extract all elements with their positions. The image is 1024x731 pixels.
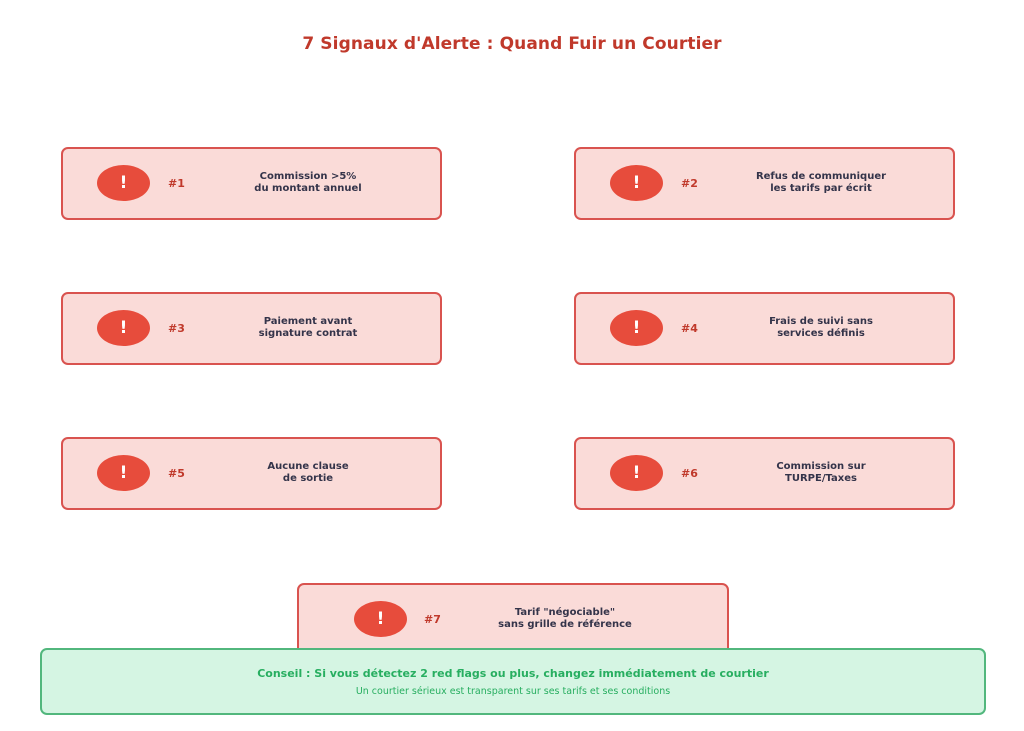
- signal-text-line1: Refus de communiquer: [755, 171, 887, 182]
- signal-text-line2: du montant annuel: [254, 183, 362, 194]
- exclamation-icon: !: [97, 165, 150, 201]
- signal-card-5: ! #5 Aucune clause de sortie: [61, 437, 442, 510]
- signal-text-line2: signature contrat: [258, 328, 358, 339]
- exclamation-icon: !: [610, 455, 663, 491]
- exclamation-icon: !: [97, 310, 150, 346]
- exclamation-icon: !: [610, 310, 663, 346]
- exclamation-icon: !: [610, 165, 663, 201]
- signal-text: Commission >5% du montant annuel: [208, 171, 408, 195]
- signal-text-line2: les tarifs par écrit: [770, 183, 872, 194]
- signal-text-line2: de sortie: [282, 473, 334, 484]
- signal-text-line1: Commission >5%: [259, 171, 357, 182]
- signal-text-line2: sans grille de référence: [498, 619, 632, 630]
- signal-text: Tarif "négociable" sans grille de référe…: [465, 607, 665, 631]
- signal-number: #2: [681, 177, 698, 190]
- signal-text: Frais de suivi sans services définis: [721, 316, 921, 340]
- signal-text-line2: TURPE/Taxes: [785, 473, 857, 484]
- advice-box: Conseil : Si vous détectez 2 red flags o…: [40, 648, 986, 715]
- signal-text: Commission sur TURPE/Taxes: [721, 461, 921, 485]
- signal-number: #1: [168, 177, 185, 190]
- signal-card-1: ! #1 Commission >5% du montant annuel: [61, 147, 442, 220]
- signal-text-line1: Frais de suivi sans: [769, 316, 873, 327]
- signal-number: #5: [168, 467, 185, 480]
- signal-card-4: ! #4 Frais de suivi sans services défini…: [574, 292, 955, 365]
- signal-card-2: ! #2 Refus de communiquer les tarifs par…: [574, 147, 955, 220]
- signal-text-line1: Paiement avant: [263, 316, 353, 327]
- signal-number: #4: [681, 322, 698, 335]
- signal-text-line2: services définis: [777, 328, 865, 339]
- advice-main-text: Conseil : Si vous détectez 2 red flags o…: [257, 667, 769, 680]
- signal-text-line1: Aucune clause: [267, 461, 349, 472]
- exclamation-icon: !: [354, 601, 407, 637]
- diagram-title: 7 Signaux d'Alerte : Quand Fuir un Court…: [302, 34, 722, 54]
- signal-number: #6: [681, 467, 698, 480]
- advice-sub-text: Un courtier sérieux est transparent sur …: [355, 686, 671, 697]
- signal-text: Aucune clause de sortie: [208, 461, 408, 485]
- signal-card-6: ! #6 Commission sur TURPE/Taxes: [574, 437, 955, 510]
- signal-text: Refus de communiquer les tarifs par écri…: [721, 171, 921, 195]
- signal-text-line1: Tarif "négociable": [514, 607, 616, 618]
- signal-text-line1: Commission sur: [776, 461, 866, 472]
- signal-number: #7: [424, 613, 441, 626]
- signal-card-3: ! #3 Paiement avant signature contrat: [61, 292, 442, 365]
- exclamation-icon: !: [97, 455, 150, 491]
- signal-text: Paiement avant signature contrat: [208, 316, 408, 340]
- signal-number: #3: [168, 322, 185, 335]
